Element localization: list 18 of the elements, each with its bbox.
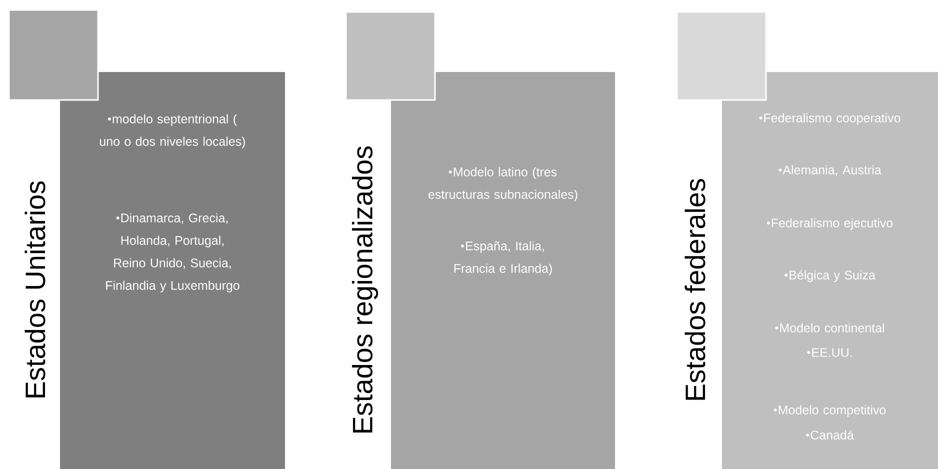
bullet-text: Canadá (806, 430, 854, 440)
bullet-text: Modelo latino (tres estructuras subnacionales) (428, 167, 578, 202)
square (676, 11, 767, 101)
bullet-text: Dinamarca, Grecia, Holanda, Portugal, Reino Unido, Suecia, Finlandia y Luxemburgo (106, 213, 240, 292)
bullet-text: Modelo competitivo (774, 405, 886, 417)
bullet-text: Federalismo ejecutivo (766, 218, 893, 230)
bullet-text: EE.UU. (807, 348, 852, 357)
bullet-text: España, Italia, Francia e Irlanda) (454, 241, 552, 276)
bullet-text: Bélgica y Suiza (784, 270, 876, 282)
bullet-text: Alemania, Austria (778, 165, 882, 176)
square (345, 11, 436, 101)
vertical-title: Estados regionalizados (352, 146, 378, 432)
bullet-text: modelo septentrional ( uno o dos niveles locales) (100, 114, 245, 148)
square (8, 9, 99, 101)
vertical-title: Estados federales (684, 179, 706, 400)
vertical-title: Estados Unitarios (24, 181, 46, 398)
bullet-text: Federalismo cooperativo (759, 113, 900, 125)
bullet-text: Modelo continental (775, 323, 884, 332)
